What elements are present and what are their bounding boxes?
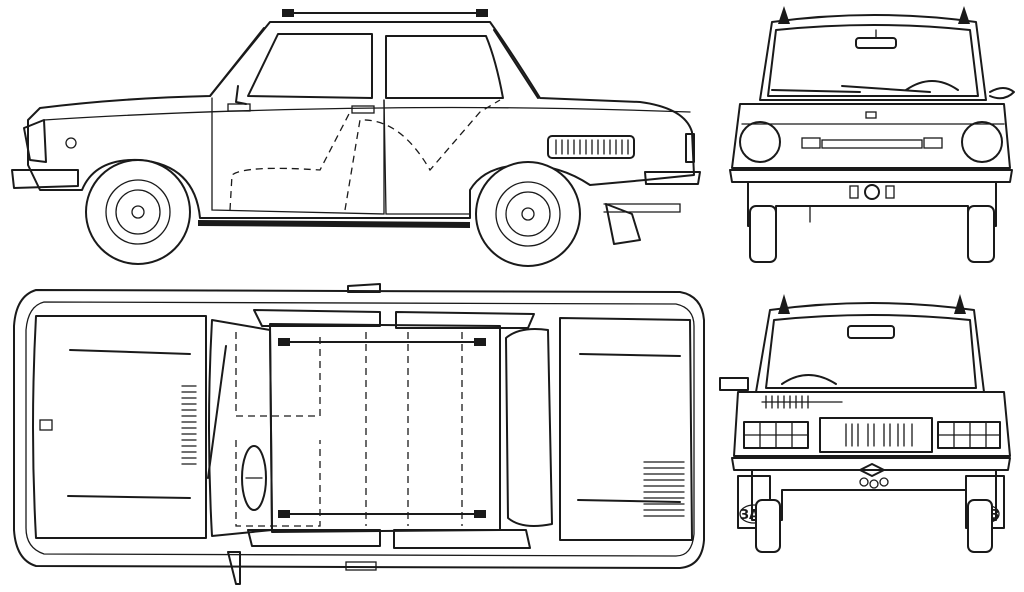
side-rear-window [385, 35, 504, 99]
rear-seat-back [781, 374, 837, 385]
top-steering-wheel [241, 445, 267, 511]
top-roof [269, 323, 501, 533]
top-engine-lid [559, 317, 693, 541]
rear-wheel-left [755, 499, 781, 553]
side-rear-handle [351, 105, 375, 114]
side-rear-wheel [475, 161, 581, 267]
front-plate-lights [849, 184, 895, 200]
front-windshield [767, 24, 979, 97]
top-mirror-lower-icon [227, 551, 241, 585]
rear-engine-lid [733, 391, 1011, 457]
front-bumper [729, 169, 1013, 183]
top-roof-rack [278, 338, 486, 518]
front-wheel-left [749, 205, 777, 263]
front-wiper-left [771, 89, 861, 93]
side-taillight [685, 133, 695, 163]
top-hood-latch [39, 419, 53, 431]
top-front-hood [32, 315, 207, 539]
side-rear-glass [493, 29, 539, 99]
side-headlight [23, 119, 47, 163]
side-front-wheel [85, 159, 191, 265]
front-wiper-right [841, 85, 931, 93]
front-emblem [865, 111, 877, 119]
side-fuel-cap-icon [65, 137, 77, 149]
top-door-handle [345, 561, 377, 571]
rear-wheel-right [967, 499, 993, 553]
side-windshield [209, 27, 265, 97]
top-side-window-upper [253, 309, 535, 329]
rear-exhaust-tips [859, 463, 889, 489]
side-mirror-icon [235, 85, 247, 105]
top-lid-crease-lower [577, 499, 681, 503]
top-view [13, 283, 705, 585]
top-hidden-rear-seat [365, 332, 463, 526]
front-hood [731, 103, 1011, 169]
rear-roof [755, 302, 985, 393]
rear-window [765, 314, 977, 389]
rear-rear-view-mirror [847, 325, 895, 339]
front-headlight-right [961, 121, 1003, 163]
front-indicator-left [801, 137, 821, 149]
rear-bumper [731, 457, 1011, 471]
top-hood-crease-lower [67, 495, 191, 499]
side-rear-door [383, 99, 471, 215]
rear-view: ЗАЗ ЗАЗ [719, 294, 1011, 553]
top-hidden-front-seat [235, 332, 321, 527]
side-sill [198, 220, 470, 228]
front-grille-strip [821, 139, 923, 149]
rear-license-plate [819, 417, 933, 453]
top-cowl-vent [181, 385, 197, 465]
top-hood-crease-upper [69, 349, 191, 355]
side-hidden-seat [229, 111, 351, 211]
top-body-outline [13, 289, 705, 569]
front-steering-wheel [905, 80, 959, 91]
front-rear-view-mirror [855, 37, 897, 49]
rear-undercarriage [751, 469, 997, 521]
side-roof-rack [282, 9, 488, 17]
side-beltline [43, 106, 691, 121]
front-headlight-left [739, 121, 781, 163]
top-mirror-icon [347, 283, 381, 293]
side-front-bumper [11, 169, 79, 189]
side-exhaust [603, 203, 681, 213]
top-lid-crease-upper [579, 353, 681, 357]
side-rear-bumper [644, 171, 701, 185]
top-engine-vent [643, 461, 685, 517]
front-mirror-icon [989, 87, 1015, 100]
side-front-handle [227, 103, 251, 112]
front-roof [759, 14, 987, 101]
side-front-window [247, 33, 373, 99]
rear-lid-vent [765, 395, 809, 409]
front-view [729, 6, 1015, 263]
top-windshield [208, 319, 273, 537]
rear-taillight-right [937, 421, 1001, 449]
top-wiper [207, 345, 227, 479]
top-inner-outline [25, 301, 695, 557]
rear-taillight-left [743, 421, 809, 449]
top-rear-glass [505, 328, 553, 527]
side-front-door [211, 97, 385, 215]
front-indicator-right [923, 137, 943, 149]
top-side-window-lower [247, 529, 531, 549]
side-mudflap [605, 203, 641, 245]
side-view [11, 9, 701, 267]
front-wheel-right [967, 205, 995, 263]
side-air-intake [547, 135, 635, 159]
side-hidden-rear-seat [344, 99, 501, 211]
front-undercarriage [747, 181, 997, 227]
rear-mirror-icon [719, 377, 749, 391]
